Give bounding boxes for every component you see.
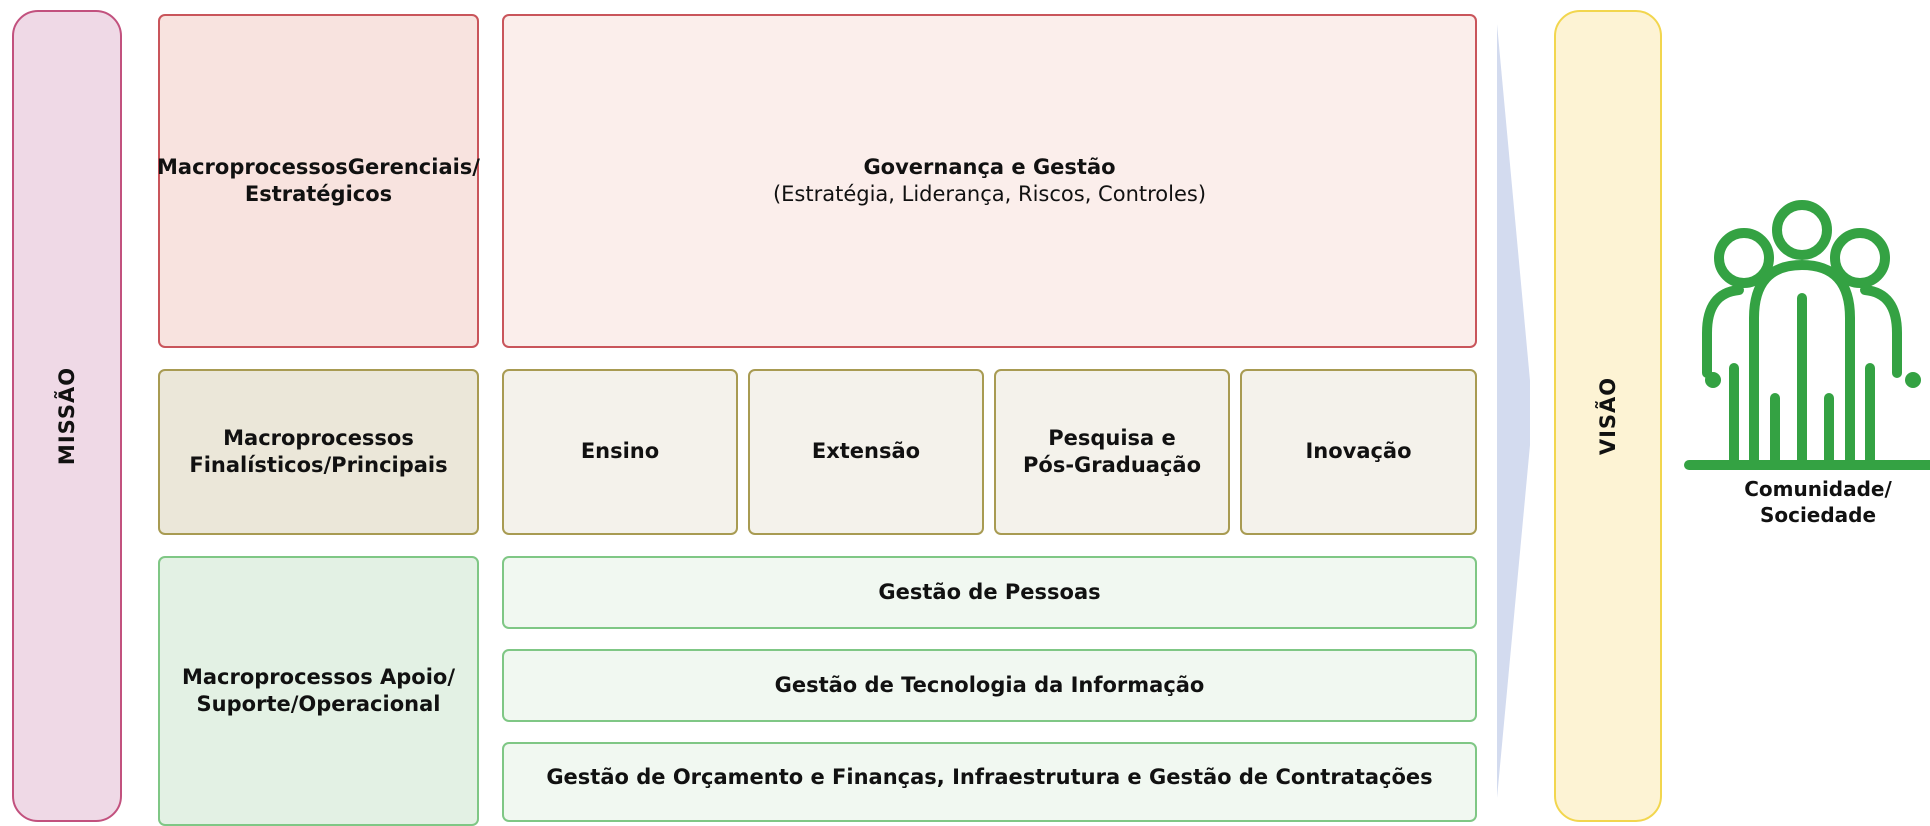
extensao-box: Extensão	[748, 369, 984, 535]
governanca-box: Governança e Gestão (Estratégia, Lideran…	[502, 14, 1477, 348]
visao-pill: VISÃO	[1554, 10, 1662, 822]
pesquisa-box: Pesquisa e Pós-Graduação	[994, 369, 1230, 535]
missao-label: MISSÃO	[55, 366, 79, 466]
finalisticos-label: Macroprocessos Finalísticos/Principais	[189, 425, 448, 477]
extensao-label: Extensão	[811, 439, 921, 464]
pesquisa-label: Pesquisa e Pós-Graduação	[1023, 425, 1201, 477]
gerenciais-label-box: MacroprocessosGerenciais/ Estratégicos	[157, 14, 480, 348]
flow-arrow-shape	[1497, 24, 1530, 798]
governanca-subtitle: (Estratégia, Liderança, Riscos, Controle…	[772, 182, 1207, 206]
gestao-ti-label: Gestão de Tecnologia da Informação	[774, 672, 1205, 697]
apoio-label-box: Macroprocessos Apoio/ Suporte/Operaciona…	[158, 556, 479, 826]
comunidade-label: Comunidade/ Sociedade	[1744, 477, 1892, 527]
gestao-orcamento-label: Gestão de Orçamento e Finanças, Infraest…	[546, 765, 1433, 789]
gerenciais-label: MacroprocessosGerenciais/ Estratégicos	[157, 154, 480, 206]
inovacao-label: Inovação	[1305, 439, 1412, 464]
gestao-orcamento-box: Gestão de Orçamento e Finanças, Infraest…	[502, 742, 1477, 822]
missao-pill: MISSÃO	[12, 10, 122, 822]
community-people-icon	[1684, 200, 1930, 470]
inovacao-box: Inovação	[1240, 369, 1477, 535]
ensino-box: Ensino	[502, 369, 738, 535]
finalisticos-label-box: Macroprocessos Finalísticos/Principais	[158, 369, 479, 535]
apoio-label: Macroprocessos Apoio/ Suporte/Operaciona…	[181, 664, 456, 716]
visao-label: VISÃO	[1595, 376, 1620, 456]
gestao-ti-box: Gestão de Tecnologia da Informação	[502, 649, 1477, 722]
gestao-pessoas-label: Gestão de Pessoas	[878, 579, 1101, 604]
governanca-title: Governança e Gestão	[863, 154, 1116, 179]
gestao-pessoas-box: Gestão de Pessoas	[502, 556, 1477, 629]
flow-arrow	[1497, 24, 1530, 798]
ensino-label: Ensino	[580, 439, 660, 464]
